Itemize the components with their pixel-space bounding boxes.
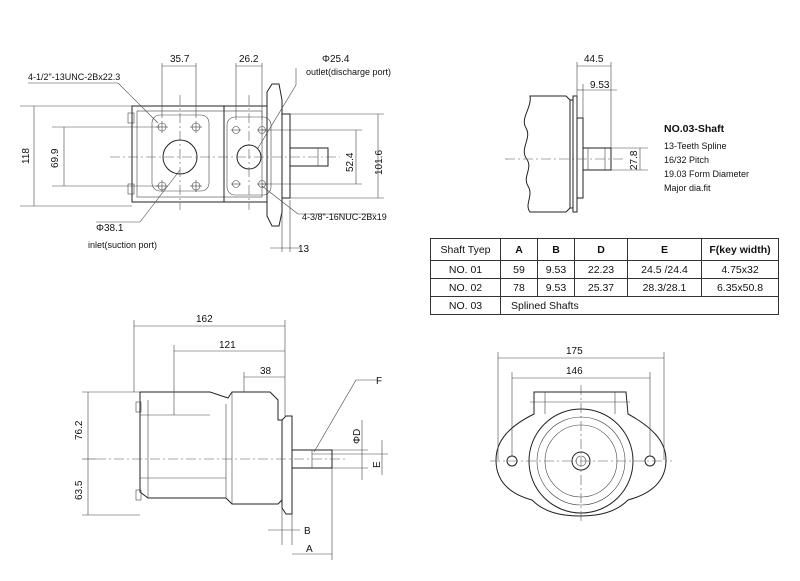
dim-13: 13 bbox=[298, 244, 310, 255]
side-view: 162 121 38 F ΦD E 76.2 63.5 B bbox=[74, 314, 388, 560]
thread-inlet-label: 4-1/2"-13UNC-2Bx22.3 bbox=[28, 72, 120, 82]
dim-phi-38-1: Φ38.1 bbox=[96, 223, 124, 234]
inlet-label: inlet(suction port) bbox=[88, 240, 157, 250]
dim-52-4: 52.4 bbox=[345, 152, 356, 172]
shaft-title: NO.03-Shaft bbox=[664, 123, 725, 135]
table-cell: 59 bbox=[500, 260, 538, 279]
front-view: 175 146 bbox=[490, 346, 672, 522]
dim-162: 162 bbox=[196, 314, 213, 325]
table-header-cell: A bbox=[500, 238, 538, 261]
dim-101-6: 101.6 bbox=[374, 150, 385, 175]
shaft-spec-table: Shaft Tyep A B D E F(key width) NO. 01 5… bbox=[430, 238, 779, 315]
shaft-note-1: 13-Teeth Spline bbox=[664, 141, 727, 151]
table-cell: NO. 03 bbox=[430, 296, 501, 315]
table-cell: NO. 01 bbox=[430, 260, 501, 279]
dim-9-53: 9.53 bbox=[590, 80, 610, 91]
table-cell-merged: Splined Shafts bbox=[500, 296, 779, 315]
dim-121: 121 bbox=[219, 340, 236, 351]
table-cell: 78 bbox=[500, 278, 538, 297]
dim-118: 118 bbox=[21, 148, 32, 164]
table-header-cell: Shaft Tyep bbox=[430, 238, 501, 261]
dim-69-9: 69.9 bbox=[50, 148, 61, 168]
shaft-view: 44.5 9.53 27.8 NO.03-Shaft 13-Teeth Spli… bbox=[505, 54, 749, 213]
table-header-cell: B bbox=[537, 238, 575, 261]
table-header-cell: E bbox=[627, 238, 702, 261]
dim-phi-25-4: Φ25.4 bbox=[322, 54, 350, 65]
outlet-bolt-holes bbox=[231, 126, 267, 188]
shaft-note-2: 16/32 Pitch bbox=[664, 155, 709, 165]
dim-38: 38 bbox=[260, 366, 272, 377]
outlet-label: outlet(discharge port) bbox=[306, 67, 391, 77]
dim-63-5: 63.5 bbox=[74, 480, 85, 500]
table-cell: 4.75x32 bbox=[701, 260, 779, 279]
shaft-note-4: Major dia.fit bbox=[664, 183, 711, 193]
table-header-cell: F(key width) bbox=[701, 238, 779, 261]
table-cell: 25.37 bbox=[574, 278, 628, 297]
dim-26-2: 26.2 bbox=[239, 54, 259, 65]
dim-146: 146 bbox=[566, 366, 583, 377]
thread-outlet-label: 4-3/8"-16NUC-2Bx19 bbox=[302, 212, 387, 222]
label-phiD: ΦD bbox=[352, 429, 363, 444]
label-B: B bbox=[304, 526, 311, 537]
dim-35-7: 35.7 bbox=[170, 54, 190, 65]
table-row: NO. 02 78 9.53 25.37 28.3/28.1 6.35x50.8 bbox=[430, 278, 779, 297]
shaft-note-3: 19.03 Form Diameter bbox=[664, 169, 749, 179]
port-view: 35.7 26.2 Φ25.4 outlet(discharge port) 4… bbox=[20, 54, 391, 255]
table-row: NO. 03 Splined Shafts bbox=[430, 296, 779, 315]
dim-27-8: 27.8 bbox=[629, 150, 640, 170]
dim-76-2: 76.2 bbox=[74, 420, 85, 440]
table-cell: 28.3/28.1 bbox=[627, 278, 702, 297]
table-row: NO. 01 59 9.53 22.23 24.5 /24.4 4.75x32 bbox=[430, 260, 779, 279]
label-E: E bbox=[372, 461, 383, 468]
table-cell: 22.23 bbox=[574, 260, 628, 279]
label-F: F bbox=[376, 376, 382, 387]
table-header-row: Shaft Tyep A B D E F(key width) bbox=[430, 238, 779, 261]
table-cell: 6.35x50.8 bbox=[701, 278, 779, 297]
dim-44-5: 44.5 bbox=[584, 54, 604, 65]
table-cell: NO. 02 bbox=[430, 278, 501, 297]
dim-175: 175 bbox=[566, 346, 583, 357]
table-cell: 24.5 /24.4 bbox=[627, 260, 702, 279]
table-header-cell: D bbox=[574, 238, 628, 261]
table-cell: 9.53 bbox=[537, 278, 575, 297]
label-A: A bbox=[306, 544, 313, 555]
table-cell: 9.53 bbox=[537, 260, 575, 279]
